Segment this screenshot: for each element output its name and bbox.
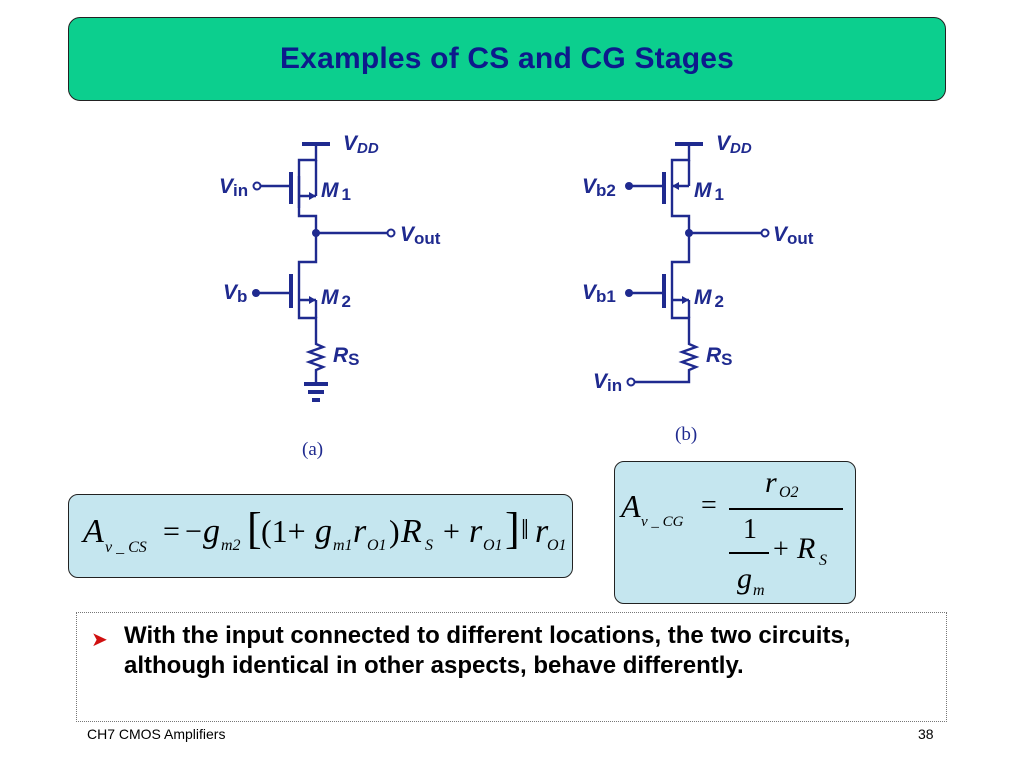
m1-drain-wire-a [297, 144, 318, 176]
eq-cs-parallel: ‖ [521, 515, 529, 546]
eq-cs-r: r [353, 513, 367, 550]
m2-label-b: M [694, 286, 712, 309]
eq-cg-inner-fraction-bar [729, 552, 769, 554]
svg-text:VDD: VDD [716, 132, 752, 157]
eq-cs-o1c: O1 [547, 537, 567, 554]
eq-cs-o1: O1 [367, 537, 387, 554]
eq-cg-lhs: A [621, 488, 641, 524]
eq-cs-R: R [401, 513, 422, 550]
svg-text:M1: M1 [321, 179, 351, 204]
bullet-box: ➤ With the input connected to different … [76, 612, 947, 722]
eq-cg-num-sub: O2 [779, 484, 799, 501]
eq-cs-g2: g [315, 513, 332, 550]
eq-cg-S: S [819, 552, 827, 569]
eq-cs-lbracket: [ [247, 504, 262, 553]
eq-cg-g: g [737, 562, 752, 595]
eq-cg-one: 1 [743, 514, 757, 545]
vdd-label-a: V [343, 132, 359, 155]
vin-terminal-a [252, 181, 262, 191]
vb1-terminal-b [625, 289, 633, 297]
m1-label-a: M [321, 179, 339, 202]
vout-terminal-a [386, 228, 396, 238]
eq-cg-num-r: r [765, 466, 777, 499]
svg-text:Vb2: Vb2 [582, 175, 616, 200]
footer-course: CH7 CMOS Amplifiers [87, 726, 226, 742]
eq-cs-minus: − [185, 515, 202, 548]
vin-label-b: V [593, 370, 609, 393]
m1-label-b: M [694, 179, 712, 202]
svg-text:M1: M1 [694, 179, 724, 204]
rs-resistor-a [305, 340, 327, 382]
eq-cg-equals: = [701, 490, 717, 521]
eq-cs-o1b: O1 [483, 537, 503, 554]
svg-text:Vb1: Vb1 [582, 281, 616, 306]
svg-text:Vout: Vout [773, 223, 814, 248]
rs-resistor-b [634, 340, 700, 384]
eq-cg-R: R [797, 532, 816, 565]
eq-cs-plus: + [443, 515, 460, 548]
eq-cg-fraction-bar [729, 508, 843, 510]
eq-cs-r2: r [469, 513, 483, 550]
vdd-label-b: V [716, 132, 732, 155]
vout-label-a: V [400, 223, 416, 246]
caption-b: (b) [675, 424, 697, 445]
svg-text:M2: M2 [321, 286, 351, 311]
eq-cs-lhs: A [83, 513, 104, 550]
cs-gain-equation: A v _ CS = − g m2 [ (1+ g m1 r O1 ) R S … [68, 494, 573, 578]
eq-cs-equals: = [163, 515, 180, 548]
eq-cs-rbracket: ] [505, 504, 520, 553]
cg-gain-equation: A v _ CG = r O2 1 + R S g m [614, 461, 856, 604]
vb-label-a: V [223, 281, 239, 304]
m2-label-a: M [321, 286, 339, 309]
svg-text:Vin: Vin [219, 175, 248, 200]
caption-a: (a) [302, 439, 323, 460]
slide-title: Examples of CS and CG Stages [279, 42, 735, 75]
bullet-text: With the input connected to different lo… [124, 622, 851, 679]
arrowhead-bullet-icon: ➤ [91, 629, 108, 651]
svg-text:M2: M2 [694, 286, 724, 311]
eq-cs-m2: m2 [221, 537, 241, 554]
svg-text:VDD: VDD [343, 132, 379, 157]
rs-label-a: R [333, 344, 349, 367]
eq-cs-S: S [425, 537, 433, 554]
eq-cs-lhs-sub: v _ CS [105, 539, 147, 556]
eq-cs-rparen: ) [389, 513, 400, 549]
svg-text:RS: RS [333, 344, 360, 369]
vb2-label-b: V [582, 175, 598, 198]
eq-cg-plus: + [773, 534, 789, 565]
svg-text:Vout: Vout [400, 223, 441, 248]
vb2-terminal-b [625, 182, 633, 190]
eq-cs-m1: m1 [333, 537, 353, 554]
vin-terminal-b [626, 377, 636, 387]
eq-cs-r3: r [535, 513, 549, 550]
svg-text:Vb: Vb [223, 281, 247, 306]
eq-cg-m: m [753, 582, 765, 599]
vout-label-b: V [773, 223, 789, 246]
vb1-label-b: V [582, 281, 598, 304]
page-number: 38 [918, 726, 934, 742]
svg-text:Vin: Vin [593, 370, 622, 395]
vout-terminal-b [760, 228, 770, 238]
vb-terminal-a [252, 289, 260, 297]
m2-source-wire-a [297, 312, 318, 340]
vin-label-a: V [219, 175, 235, 198]
eq-cs-g: g [203, 513, 220, 550]
svg-text:RS: RS [706, 344, 733, 369]
title-banner: Examples of CS and CG Stages [68, 17, 946, 101]
eq-cs-lparen: (1+ [261, 513, 306, 549]
m1-source-wire-a [297, 208, 318, 232]
rs-label-b: R [706, 344, 722, 367]
m2-drain-wire-a [297, 233, 318, 278]
eq-cg-lhs-sub: v _ CG [641, 514, 684, 530]
